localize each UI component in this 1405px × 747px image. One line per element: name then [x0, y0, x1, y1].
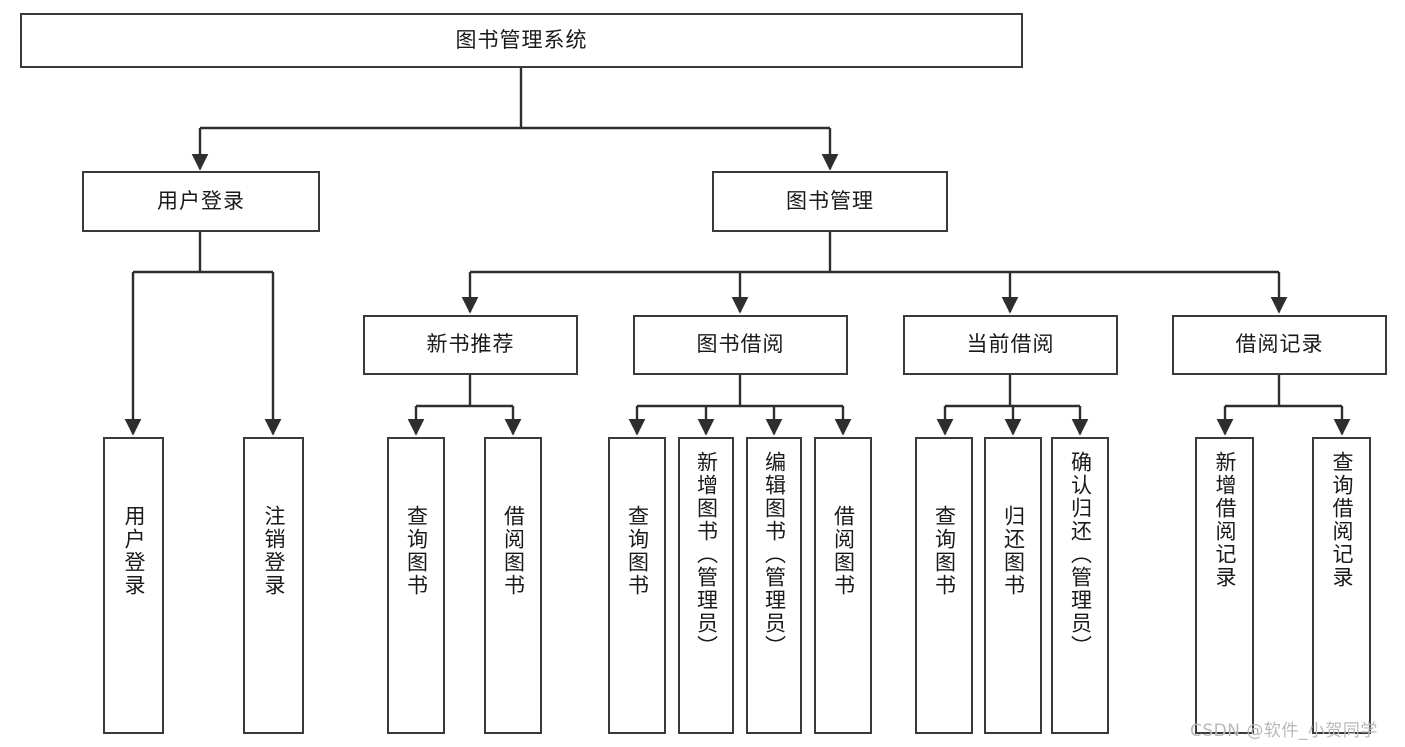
node-leaf-edit-book-label: 编辑图书（管理员）	[762, 451, 787, 658]
node-leaf-return-book-label: 归还图书	[1001, 505, 1026, 597]
node-current-borrow-label: 当前借阅	[966, 332, 1055, 357]
node-leaf-add-book-label: 新增图书（管理员）	[694, 451, 719, 658]
node-borrow-record[interactable]: 借阅记录	[1172, 315, 1387, 375]
node-leaf-logout-login-label: 注销登录	[261, 505, 286, 597]
node-leaf-add-record[interactable]: 新增借阅记录	[1195, 437, 1254, 734]
node-book-management[interactable]: 图书管理	[712, 171, 948, 232]
node-leaf-add-record-label: 新增借阅记录	[1212, 451, 1237, 589]
node-leaf-query-book-1[interactable]: 查询图书	[387, 437, 445, 734]
node-leaf-query-book-2[interactable]: 查询图书	[608, 437, 666, 734]
node-borrow-record-label: 借阅记录	[1235, 332, 1324, 357]
node-leaf-query-book-3[interactable]: 查询图书	[915, 437, 973, 734]
node-leaf-borrow-book-2[interactable]: 借阅图书	[814, 437, 872, 734]
node-leaf-confirm-return-label: 确认归还（管理员）	[1068, 451, 1093, 658]
node-leaf-user-login-label: 用户登录	[121, 505, 146, 597]
node-leaf-add-book[interactable]: 新增图书（管理员）	[678, 437, 734, 734]
node-new-book-recommend[interactable]: 新书推荐	[363, 315, 578, 375]
node-leaf-query-book-3-label: 查询图书	[932, 505, 957, 597]
node-leaf-query-book-2-label: 查询图书	[625, 505, 650, 597]
node-root[interactable]: 图书管理系统	[20, 13, 1023, 68]
node-book-management-label: 图书管理	[786, 188, 874, 213]
node-leaf-borrow-book-1[interactable]: 借阅图书	[484, 437, 542, 734]
node-book-borrow[interactable]: 图书借阅	[633, 315, 848, 375]
node-leaf-edit-book[interactable]: 编辑图书（管理员）	[746, 437, 802, 734]
node-book-borrow-label: 图书借阅	[696, 332, 785, 357]
node-leaf-query-record[interactable]: 查询借阅记录	[1312, 437, 1371, 734]
node-leaf-query-book-1-label: 查询图书	[404, 505, 429, 597]
node-leaf-query-record-label: 查询借阅记录	[1329, 451, 1354, 589]
node-user-login-label: 用户登录	[157, 188, 245, 213]
csdn-watermark: CSDN @软件_小贺同学	[1190, 721, 1378, 741]
node-user-login[interactable]: 用户登录	[82, 171, 320, 232]
node-leaf-user-login[interactable]: 用户登录	[103, 437, 164, 734]
node-leaf-logout-login[interactable]: 注销登录	[243, 437, 304, 734]
node-leaf-borrow-book-2-label: 借阅图书	[831, 505, 856, 597]
node-leaf-return-book[interactable]: 归还图书	[984, 437, 1042, 734]
node-current-borrow[interactable]: 当前借阅	[903, 315, 1118, 375]
node-root-label: 图书管理系统	[455, 27, 588, 52]
node-leaf-confirm-return[interactable]: 确认归还（管理员）	[1051, 437, 1109, 734]
node-new-book-recommend-label: 新书推荐	[426, 332, 515, 357]
node-leaf-borrow-book-1-label: 借阅图书	[501, 505, 526, 597]
